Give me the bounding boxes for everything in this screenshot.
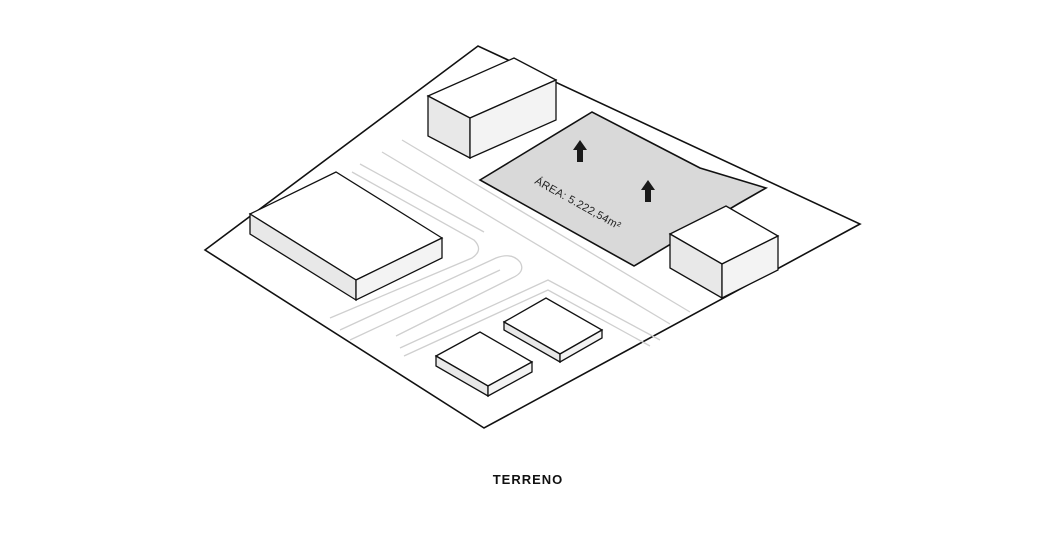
diagram-title: TERRENO xyxy=(492,472,564,487)
lower-road-outer xyxy=(339,255,523,337)
road-lines xyxy=(329,139,691,357)
lower-road-inner xyxy=(349,269,501,341)
main-road-edge-lower xyxy=(381,151,671,325)
lower-road-branch xyxy=(399,279,661,349)
main-road-edge-upper xyxy=(401,139,691,313)
building-right xyxy=(668,205,780,300)
side-road-loop-outer xyxy=(329,171,480,319)
building-top xyxy=(426,57,558,160)
building-left xyxy=(248,171,444,302)
building-small-1 xyxy=(502,297,604,364)
side-road-loop-inner xyxy=(359,163,485,233)
building-small-2 xyxy=(434,331,534,398)
north-arrow-icon xyxy=(641,180,655,202)
lower-road-branch-inner xyxy=(403,289,651,357)
north-arrow-icon xyxy=(573,140,587,162)
site-boundary xyxy=(203,45,862,429)
